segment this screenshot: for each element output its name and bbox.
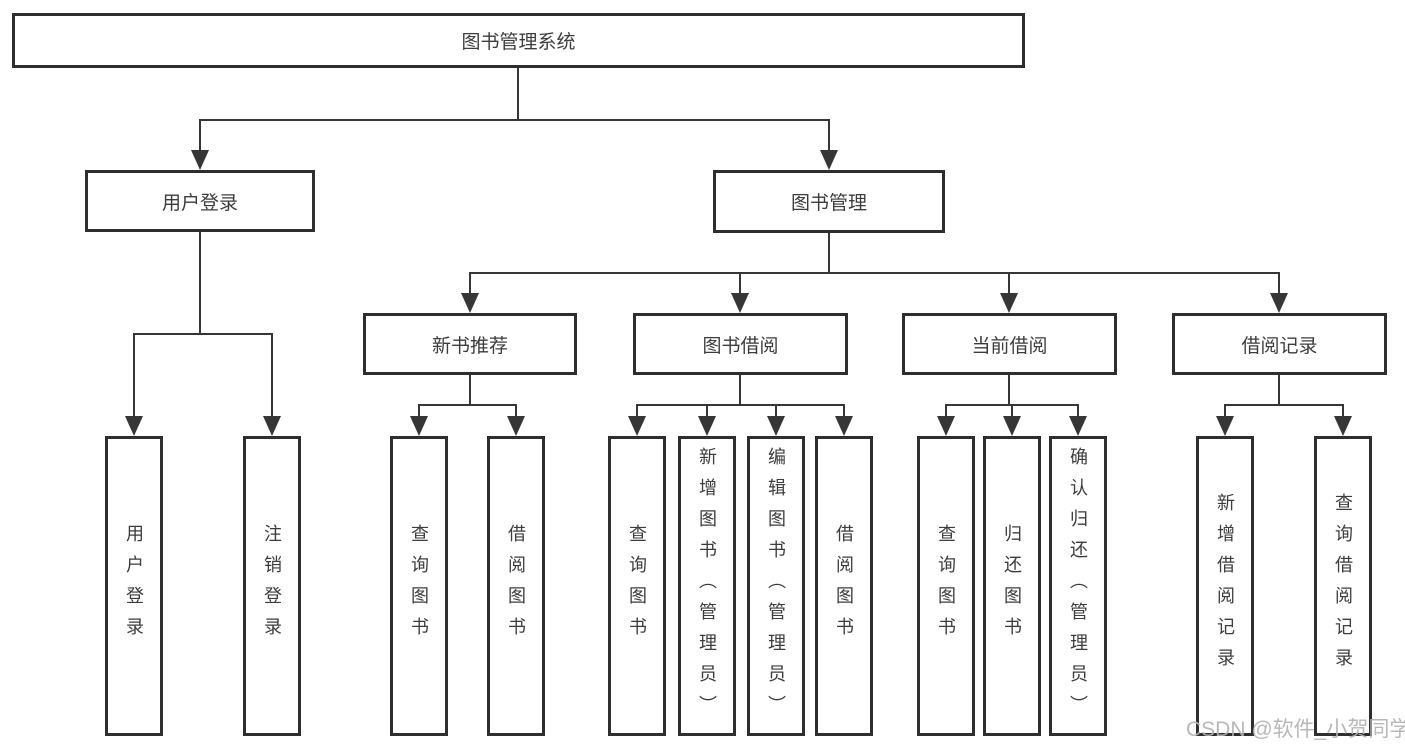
leaf-label: 借阅图书 (506, 524, 526, 648)
connector-line (636, 405, 638, 424)
connector-line (1342, 405, 1344, 424)
node-current-borrow-label: 当前借阅 (971, 335, 1048, 357)
connector-line (469, 273, 471, 301)
arrowhead-icon (1216, 416, 1234, 436)
connector-line (418, 405, 420, 424)
arrowhead-icon (1003, 416, 1021, 436)
node-root-label: 图书管理系统 (461, 32, 576, 53)
leaf-label: 编辑图书（管理员） (766, 446, 786, 726)
leaf-add-books-admin: 新增图书（管理员） (678, 436, 736, 736)
leaf-borrow-books-2: 借阅图书 (815, 436, 873, 736)
connector-line (775, 405, 777, 424)
node-root: 图书管理系统 (12, 13, 1025, 68)
connector-line (945, 405, 947, 424)
connector-line (1278, 375, 1280, 405)
connector-line (418, 404, 517, 406)
node-book-borrow: 图书借阅 (633, 313, 848, 375)
node-current-borrow: 当前借阅 (902, 313, 1117, 375)
connector-line (1077, 405, 1079, 424)
connector-line (1008, 375, 1010, 405)
node-new-book-recommend-label: 新书推荐 (431, 335, 508, 357)
leaf-label: 注销登录 (262, 524, 282, 648)
csdn-watermark: CSDN @软件_小贺同学 (1186, 718, 1405, 741)
leaf-confirm-return-admin: 确认归还（管理员） (1049, 436, 1107, 736)
connector-line (199, 120, 201, 158)
connector-line (1224, 405, 1226, 424)
leaf-user-login: 用户登录 (105, 436, 163, 736)
arrowhead-icon (507, 416, 525, 436)
arrowhead-icon (1069, 416, 1087, 436)
connector-line (133, 334, 135, 424)
leaf-label: 查询图书 (409, 524, 429, 648)
arrowhead-icon (461, 293, 479, 313)
arrowhead-icon (191, 150, 209, 170)
arrowhead-icon (820, 150, 838, 170)
connector-line (739, 273, 741, 301)
leaf-query-borrow-record: 查询借阅记录 (1314, 436, 1372, 736)
leaf-query-books-1: 查询图书 (390, 436, 448, 736)
leaf-label: 新增图书（管理员） (697, 446, 717, 726)
leaf-label: 查询图书 (936, 524, 956, 648)
connector-line (469, 375, 471, 405)
leaf-label: 用户登录 (124, 524, 144, 648)
connector-line (517, 68, 519, 120)
leaf-label: 借阅图书 (834, 524, 854, 648)
leaf-query-books-2: 查询图书 (608, 436, 666, 736)
arrowhead-icon (263, 416, 281, 436)
connector-line (199, 119, 830, 121)
arrowhead-icon (1000, 293, 1018, 313)
arrowhead-icon (698, 416, 716, 436)
connector-line (199, 232, 201, 334)
leaf-return-books: 归还图书 (983, 436, 1041, 736)
connector-line (828, 120, 830, 158)
arrowhead-icon (410, 416, 428, 436)
leaf-label: 新增借阅记录 (1215, 493, 1235, 679)
leaf-query-books-3: 查询图书 (917, 436, 975, 736)
node-borrow-records-label: 借阅记录 (1241, 335, 1318, 357)
connector-line (739, 375, 741, 405)
arrowhead-icon (937, 416, 955, 436)
leaf-add-borrow-record: 新增借阅记录 (1196, 436, 1254, 736)
leaf-logout: 注销登录 (243, 436, 301, 736)
node-user-login-label: 用户登录 (161, 192, 238, 214)
connector-line (1278, 273, 1280, 301)
leaf-edit-books-admin: 编辑图书（管理员） (747, 436, 805, 736)
node-user-login: 用户登录 (85, 170, 315, 232)
arrowhead-icon (767, 416, 785, 436)
connector-line (828, 233, 830, 273)
leaf-label: 确认归还（管理员） (1068, 446, 1088, 726)
arrowhead-icon (835, 416, 853, 436)
arrowhead-icon (1334, 416, 1352, 436)
arrowhead-icon (1270, 293, 1288, 313)
connector-line (636, 404, 845, 406)
connector-line (1224, 404, 1344, 406)
leaf-label: 查询借阅记录 (1333, 493, 1353, 679)
connector-line (1008, 273, 1010, 301)
arrowhead-icon (125, 416, 143, 436)
node-book-management: 图书管理 (713, 170, 945, 233)
leaf-borrow-books-1: 借阅图书 (487, 436, 545, 736)
node-borrow-records: 借阅记录 (1172, 313, 1387, 375)
leaf-label: 查询图书 (627, 524, 647, 648)
leaf-label: 归还图书 (1002, 524, 1022, 648)
connector-line (515, 405, 517, 424)
node-book-management-label: 图书管理 (790, 193, 867, 214)
connector-line (133, 333, 273, 335)
connector-line (843, 405, 845, 424)
arrowhead-icon (731, 293, 749, 313)
connector-line (469, 272, 1280, 274)
node-book-borrow-label: 图书借阅 (702, 335, 779, 357)
connector-line (706, 405, 708, 424)
connector-line (1011, 405, 1013, 424)
node-new-book-recommend: 新书推荐 (363, 313, 577, 375)
arrowhead-icon (628, 416, 646, 436)
connector-line (271, 334, 273, 424)
